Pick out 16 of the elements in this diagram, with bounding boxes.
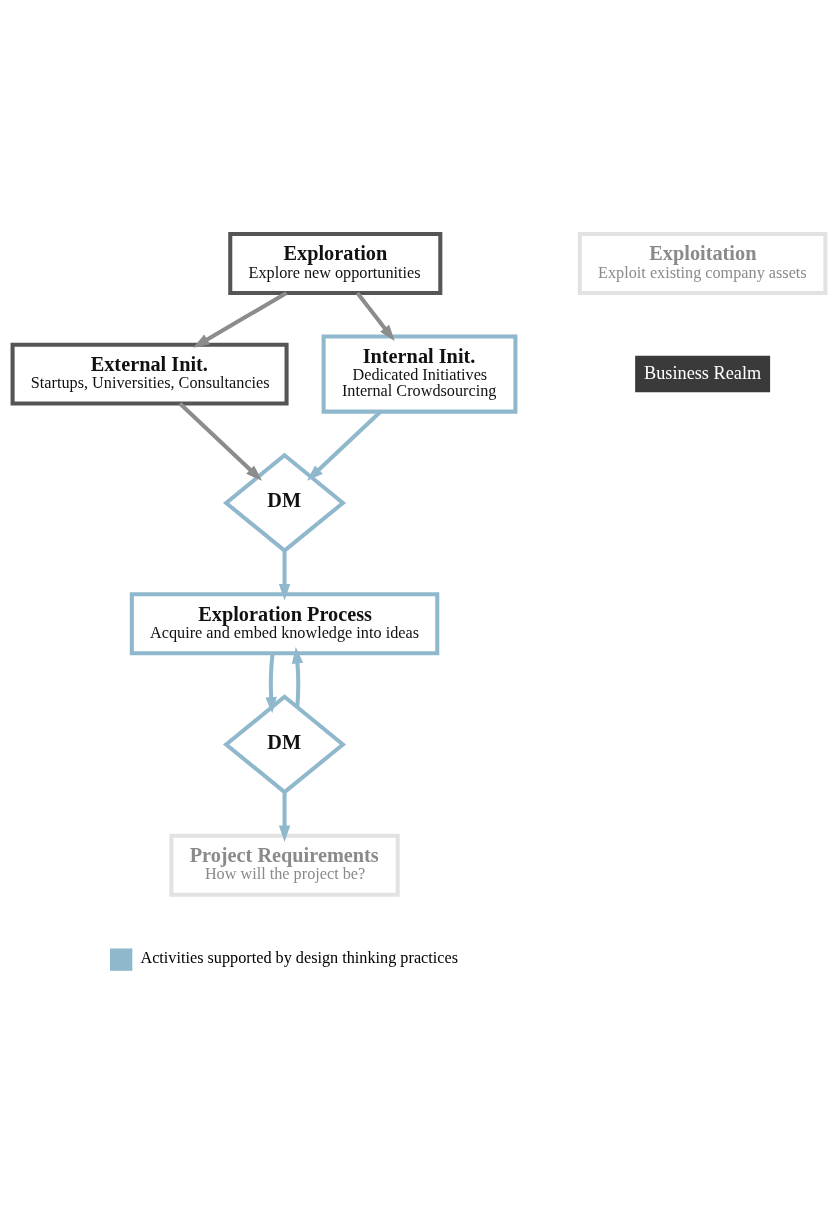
arrow: [265, 652, 277, 713]
node-box: Internal Init. Dedicated Initiatives Internal Crowdsourcing: [321, 334, 518, 414]
arrow: [355, 291, 395, 341]
node-box: Project Requirements How will the project be?: [169, 833, 400, 897]
node-diamond: DM: [223, 452, 347, 553]
arrow: [291, 646, 304, 707]
arrow: [178, 401, 263, 481]
arrow: [278, 791, 291, 842]
node-box: Exploration Explore new opportunities: [228, 231, 443, 295]
arrow: [278, 550, 291, 600]
node-box: External Init. Startups, Universities, Consultancies: [10, 342, 289, 406]
label: Business Realm: [644, 362, 762, 383]
legend-label: Activities supported by design thinking practices: [140, 948, 458, 967]
node-box: Exploration Process Acquire and embed knowledge into ideas: [129, 591, 440, 655]
arrow: [193, 290, 288, 348]
node-box: Exploitation Exploit existing company assets: [577, 231, 828, 295]
